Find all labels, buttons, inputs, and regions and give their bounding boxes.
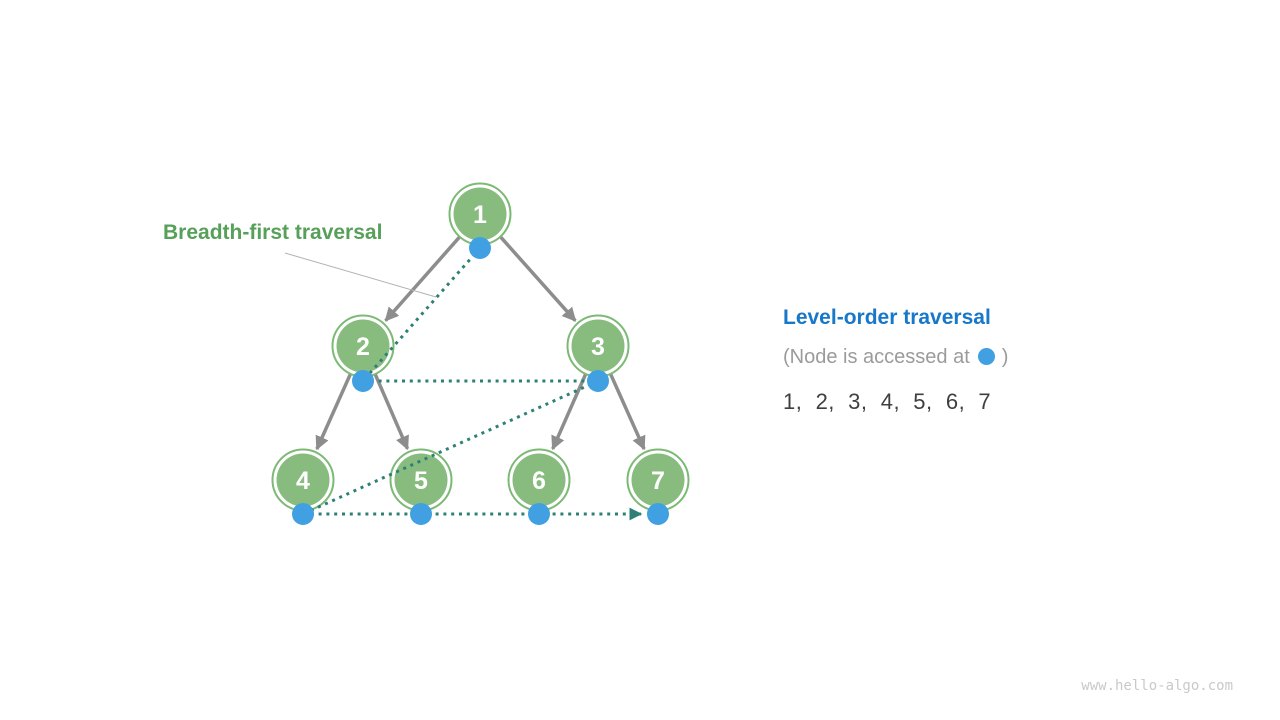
node-6-label: 6 (532, 467, 546, 495)
access-dot-1 (469, 237, 491, 259)
tree-edges (315, 235, 646, 451)
edge-2-4 (315, 373, 352, 451)
traversal-path (302, 247, 643, 521)
edge-3-7 (609, 373, 646, 451)
tree-node-6: 6 (507, 448, 571, 512)
node-3-label: 3 (591, 333, 605, 361)
access-dot-5 (410, 503, 432, 525)
tree-node-1: 1 (448, 182, 512, 246)
node-2-disc (336, 319, 390, 373)
tree-nodes: 1 2 3 4 5 (271, 182, 690, 512)
access-dot-icon (977, 348, 995, 365)
node-2-label: 2 (356, 333, 370, 361)
traversal-seg-1-2 (361, 247, 482, 382)
node-4-disc (276, 453, 330, 507)
edge-1-3 (499, 235, 577, 322)
access-dot-2 (352, 370, 374, 392)
node-5-label: 5 (414, 467, 428, 495)
node-7-label: 7 (651, 467, 665, 495)
label-leader-line (284, 252, 437, 298)
access-dot-7 (647, 503, 669, 525)
node-1-label: 1 (473, 201, 487, 229)
node-7-disc (631, 453, 685, 507)
legend-subtitle: (Node is accessed at) (783, 346, 1008, 369)
legend-subtitle-text: (Node is accessed at (783, 346, 970, 368)
tree-node-4: 4 (271, 448, 335, 512)
tree-node-3: 3 (566, 314, 630, 378)
breadth-first-label: Breadth-first traversal (163, 221, 383, 244)
legend-panel: Level-order traversal (Node is accessed … (783, 306, 1008, 415)
tree-node-5: 5 (389, 448, 453, 512)
tree-node-7: 7 (626, 448, 690, 512)
watermark: www.hello-algo.com (1081, 678, 1233, 694)
legend-title: Level-order traversal (783, 306, 991, 329)
edge-1-2 (384, 236, 461, 322)
access-dots (292, 237, 669, 525)
node-4-label: 4 (296, 467, 310, 495)
node-6-disc (512, 453, 566, 507)
traversal-sequence: 1, 2, 3, 4, 5, 6, 7 (783, 389, 992, 414)
tree-node-2: 2 (331, 314, 395, 378)
edge-3-6 (551, 373, 588, 451)
node-1-disc (453, 187, 507, 241)
access-dot-4 (292, 503, 314, 525)
edge-2-5 (373, 373, 410, 451)
legend-subtitle-close: ) (1001, 346, 1009, 368)
node-3-disc (571, 319, 625, 373)
access-dot-3 (587, 370, 609, 392)
node-5-disc (394, 453, 448, 507)
access-dot-6 (528, 503, 550, 525)
